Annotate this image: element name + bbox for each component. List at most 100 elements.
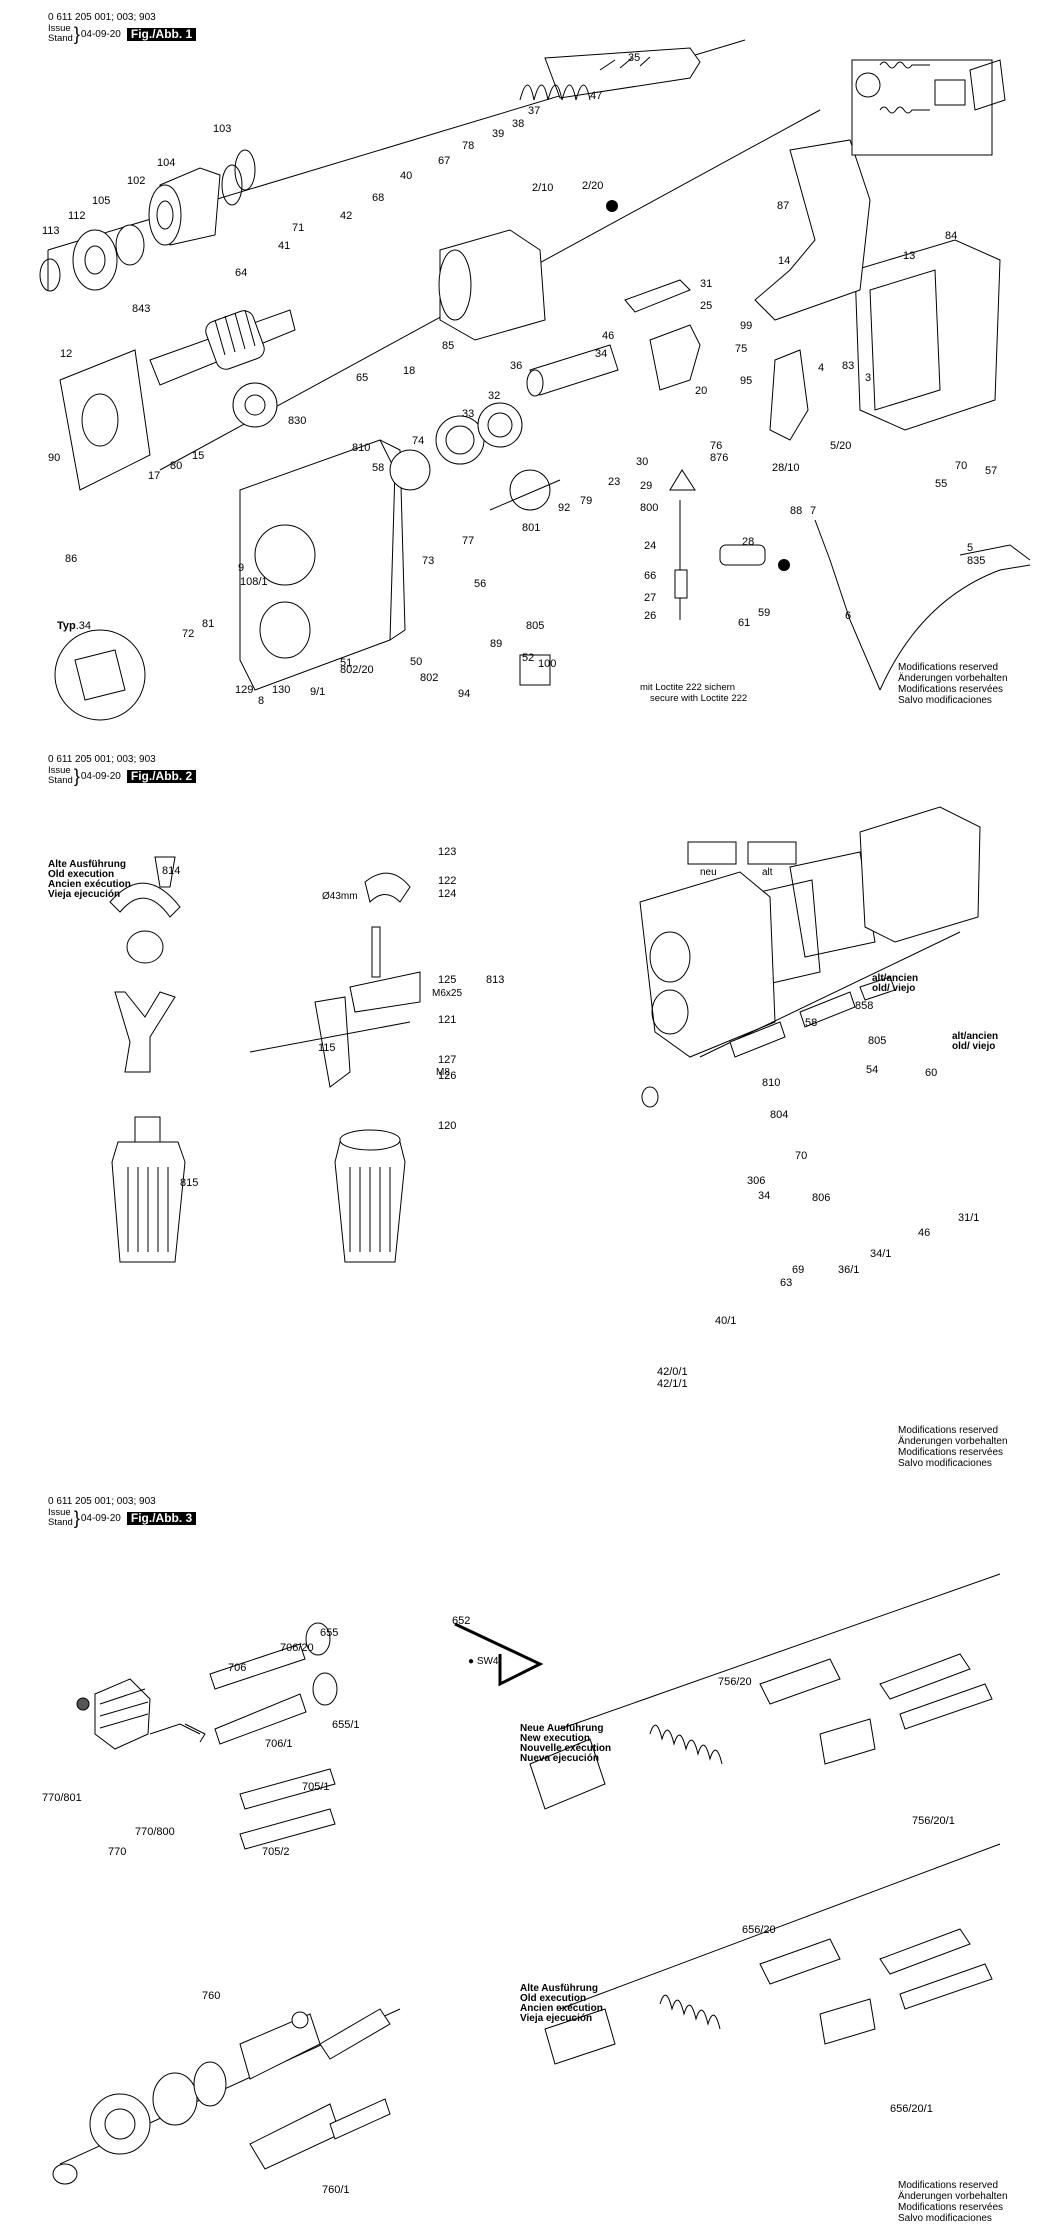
part-number-label: 52 [522,652,535,664]
modifications-note: Modifications reserved Änderungen vorbeh… [898,1425,1008,1469]
part-number-label: 41 [278,240,291,252]
part-number-label: 801 [522,522,541,534]
part-number-label: 74 [412,435,425,447]
m6-label: M6x25 [432,988,463,999]
sw-label: ● SW4 [468,1656,499,1667]
part-number-label: 102 [127,175,146,187]
part-number-label: 652 [452,1615,471,1627]
part-number-label: 17 [148,470,161,482]
part-number-label: 120 [438,1120,457,1132]
part-number-label: 42/1/1 [657,1378,688,1390]
part-number-label: 46 [602,330,615,342]
part-number-label: 127 [438,1054,457,1066]
part-number-label: 770/801 [42,1792,82,1804]
part-number-label: 3 [865,372,872,384]
part-number-label: 760 [202,1990,221,2002]
part-number-label: 24 [644,540,657,552]
part-number-label: 99 [740,320,753,332]
part-number-label: 122 [438,875,457,887]
part-number-label: 12 [60,348,73,360]
part-number-label: 126 [438,1070,457,1082]
part-number-label: 810 [352,442,371,454]
part-number-label: 100 [538,658,557,670]
part-number-label: 78 [462,140,475,152]
part-number-label: 655 [320,1627,339,1639]
part-number-label: 18 [403,365,416,377]
part-number-label: 115 [318,1042,336,1054]
part-number-label: 121 [438,1014,457,1026]
part-number-label: 60 [925,1067,938,1079]
figure-2-diagram [109,806,981,1263]
part-number-label: 9 [238,562,245,574]
doc-id: 0 611 205 001; 003; 903 [48,12,156,23]
figure-title: Fig./Abb. 3 [126,1511,197,1525]
part-number-label: 105 [92,195,111,207]
part-number-label: 13 [903,250,916,262]
part-number-label: 5 [967,542,974,554]
part-number-label: 656/20/1 [890,2103,933,2115]
part-number-label: 30 [636,456,649,468]
part-number-label: 125 [438,974,457,986]
part-number-label: 69 [792,1264,805,1276]
part-number-label: 42 [340,210,353,222]
part-number-label: 756/20 [718,1676,752,1688]
part-number-label: 835 [967,555,986,567]
figure-title: Fig./Abb. 2 [126,769,197,783]
part-number-label: 87 [777,200,790,212]
part-number-label: 50 [410,656,423,668]
part-number-label: 38 [512,118,525,130]
issue-label: Issue [48,23,71,34]
part-number-label: 814 [162,865,181,877]
part-number-label: 85 [442,340,455,352]
part-number-label: 29 [640,480,653,492]
part-number-label: 65 [356,372,369,384]
part-number-label: 58 [372,462,385,474]
part-number-label: 80 [170,460,183,472]
old-version-note: Alte Ausführung Old execution Ancien exé… [48,859,131,900]
part-number-label: 706/1 [265,1738,293,1750]
part-number-label: 86 [65,553,78,565]
part-number-label: 56 [474,578,487,590]
figure-title: Fig./Abb. 1 [126,27,197,41]
part-number-label: 306 [747,1175,766,1187]
part-number-label: 802 [420,672,439,684]
callout-a-circles [606,200,790,571]
part-number-label: 28 [742,536,755,548]
neu-label: neu [700,867,717,878]
part-number-label: 36/1 [838,1264,860,1276]
alt-ancien-note-2: alt/ancien old/ viejo [952,1031,999,1052]
part-number-label: 28/10 [772,462,800,474]
part-number-label: 31/1 [958,1212,980,1224]
part-number-label: 39 [492,128,505,140]
part-number-label: 72 [182,628,195,640]
part-number-label: 57 [985,465,998,477]
part-number-label: 804 [770,1109,789,1121]
issue-date: 04-09-20 [80,28,121,40]
part-number-label: 805 [868,1035,887,1047]
part-number-label: 59 [758,607,771,619]
part-number-label: 123 [438,846,457,858]
loctite-note: mit Loctite 222 sichern secure with Loct… [640,682,748,704]
part-number-label: 58 [805,1017,818,1029]
part-number-label: 858 [855,1000,874,1012]
part-number-label: 94 [458,688,471,700]
part-number-label: 83 [842,360,855,372]
part-number-label: 77 [462,535,475,547]
part-number-label: 806 [812,1192,831,1204]
part-number-label: 15 [192,450,205,462]
part-number-label: 813 [486,974,505,986]
part-number-label: 40/1 [715,1315,737,1327]
part-number-label: 47 [590,90,603,102]
part-number-label: 705/1 [302,1781,330,1793]
part-number-label: 108/1 [240,576,268,588]
part-number-label: 32 [488,390,501,402]
part-number-label: 113 [42,225,60,237]
new-version-note: Neue Ausführung New execution Nouvelle e… [520,1723,612,1764]
doc-id: 0 611 205 001; 003; 903 [48,754,156,765]
part-number-label: 46 [918,1227,931,1239]
part-number-label: 37 [528,105,541,117]
part-number-label: 67 [438,155,451,167]
